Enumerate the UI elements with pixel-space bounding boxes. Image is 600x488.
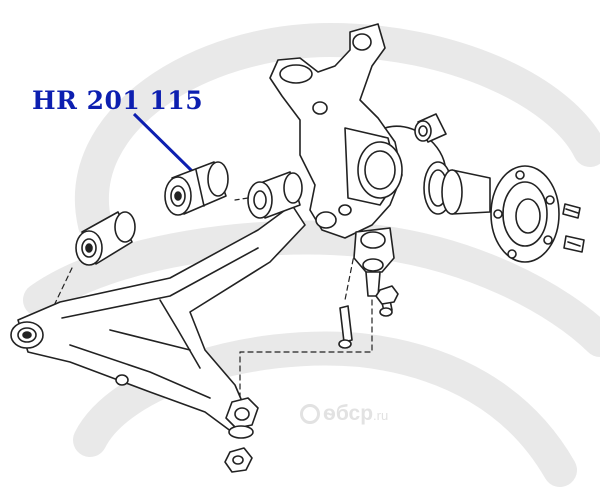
knuckle-small-bushing (414, 113, 447, 143)
steering-knuckle (269, 23, 446, 239)
part-number-label: HR 201 115 (32, 86, 204, 115)
hub-bolt-lower (563, 235, 585, 253)
callout-leader-line (132, 112, 195, 174)
rear-mount-nut (225, 397, 259, 429)
watermark-brand: ѳбср (323, 402, 374, 425)
rear-bushing-hr-201-115 (164, 161, 229, 216)
wheel-hub (441, 165, 560, 263)
rear-arm-bushing-housing (247, 171, 303, 219)
ball-joint-nut (375, 285, 399, 305)
rear-mount-washer (228, 425, 254, 439)
ball-joint-bolt-left (338, 305, 353, 349)
ball-joint (353, 227, 395, 297)
watermark-tld: .ru (373, 408, 389, 423)
watermark-logo: ѳбср.ru (300, 402, 388, 426)
front-bushing (75, 211, 136, 266)
car-circle-icon (300, 404, 320, 424)
lower-nut (224, 447, 253, 473)
arm-stud (115, 374, 129, 386)
hub-bolt-upper (562, 203, 581, 219)
front-pivot-eye (10, 321, 44, 349)
